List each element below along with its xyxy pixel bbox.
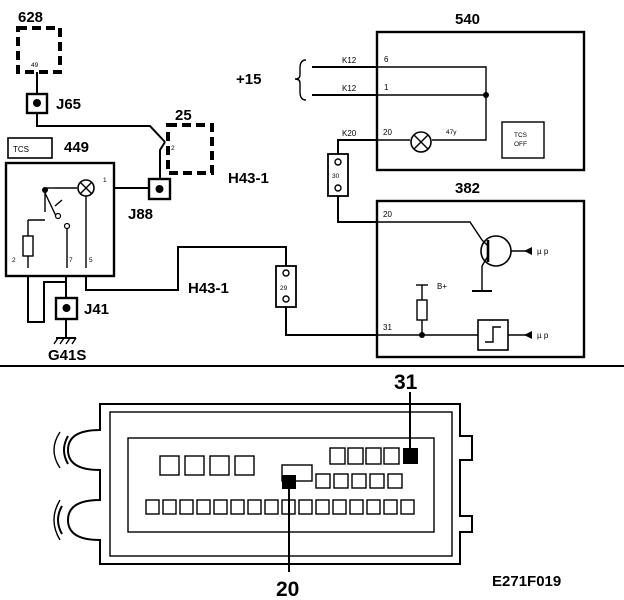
component-628: 628 49: [16, 9, 62, 74]
component-540-pin20: 20: [383, 128, 392, 137]
wire-k12-label-1: K12: [342, 56, 357, 65]
connector-housing: [53, 392, 473, 572]
wire-k20-label: K20: [342, 129, 357, 138]
pin-callout-20: 20: [276, 578, 299, 600]
component-540: 540 6 1 20 47y TCS OFF: [375, 11, 586, 172]
component-449: TCS 449 1 2 7 5: [4, 137, 116, 278]
junction-j65: J65: [25, 92, 81, 115]
component-540-pin6: 6: [384, 55, 389, 64]
component-25-pin: 2: [171, 145, 175, 152]
junction-j65-label: J65: [56, 96, 81, 113]
component-628-pin: 49: [31, 62, 39, 69]
output-mu-p-1: µ p: [537, 247, 549, 256]
tcs-off-label-1: TCS: [514, 132, 528, 139]
pin-callout-31: 31: [394, 371, 418, 394]
junction-j41: J41: [54, 296, 109, 321]
ground-g41s: G41S: [48, 337, 86, 364]
component-540-label: 540: [455, 11, 480, 28]
junction-j88-label: J88: [128, 206, 153, 223]
component-449-pin1: 1: [103, 177, 107, 184]
tcs-off-label-2: OFF: [514, 141, 527, 148]
wiring: [27, 59, 378, 338]
component-382-label: 382: [455, 180, 480, 197]
supply-b-plus: B+: [437, 282, 447, 291]
output-mu-p-2: µ p: [537, 331, 549, 340]
figure-code: E271F019: [492, 573, 561, 590]
junction-j88: J88: [128, 177, 172, 223]
component-25-label: 25: [175, 107, 192, 124]
component-449-pin7: 7: [69, 257, 73, 264]
component-382-pin31: 31: [383, 323, 392, 332]
component-25: 25 2: [166, 107, 214, 175]
component-628-label: 628: [18, 9, 43, 26]
supply-plus15-label: +15: [236, 71, 261, 88]
component-449-pin5: 5: [89, 257, 93, 264]
lamp-47y-label: 47y: [446, 129, 457, 136]
component-382: 382 20 31 µ p B+ µ p: [375, 180, 586, 359]
ground-g41s-label: G41S: [48, 347, 86, 364]
component-540-pin1: 1: [384, 83, 389, 92]
connector-29: 29: [275, 265, 297, 308]
wire-k12-label-2: K12: [342, 84, 357, 93]
component-449-label: 449: [64, 139, 89, 156]
component-449-pin2: 2: [12, 257, 16, 264]
connector-30: 30: [327, 153, 349, 197]
component-382-pin20: 20: [383, 210, 392, 219]
harness-h43-label-1: H43-1: [228, 170, 269, 187]
harness-h43-label-2: H43-1: [188, 280, 229, 297]
connector-30-label: 30: [332, 173, 340, 180]
junction-j41-label: J41: [84, 301, 109, 318]
tcs-tag: TCS: [13, 145, 29, 154]
connector-29-label: 29: [280, 285, 288, 292]
